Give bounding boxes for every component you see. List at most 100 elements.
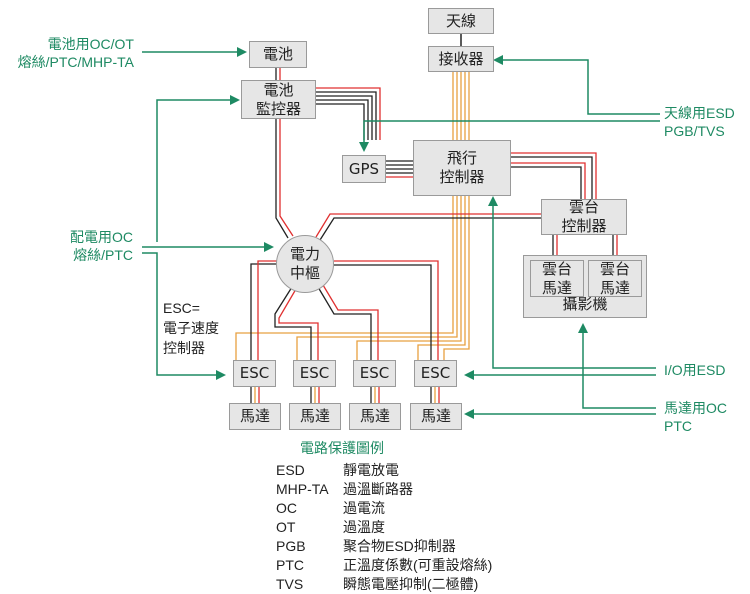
receiver-box: 接收器: [428, 46, 494, 72]
battery-protection-line-2: 熔絲/PTC/MHP-TA: [17, 54, 134, 70]
motor-box-2: 馬達: [289, 403, 341, 430]
battery-label: 電池: [262, 45, 293, 63]
motor-label: 馬達: [359, 407, 390, 425]
motor-box-1: 馬達: [229, 403, 281, 430]
esc-label: ESC: [420, 364, 451, 382]
esc-label: ESC: [359, 364, 390, 382]
receiver-label: 接收器: [438, 49, 484, 68]
distribution-protection-line-2: 熔絲/PTC: [73, 247, 133, 263]
receiver-esd-arrow: [493, 55, 660, 115]
battery-monitor-box: 電池 監控器: [241, 80, 316, 119]
flight-controller-label-2: 控制器: [439, 168, 485, 186]
motor-protection-line-1: 馬達用OC: [664, 400, 727, 416]
legend-desc: 過溫斷路器: [343, 481, 413, 497]
gimbal-motor-1-label-2: 馬達: [541, 278, 572, 297]
io-protection-label: I/O用ESD: [664, 361, 725, 379]
legend-abbr: PGB: [276, 538, 306, 554]
legend-desc: 過溫度: [343, 519, 385, 535]
distribution-protection-label: 配電用OC 熔絲/PTC: [0, 228, 133, 264]
antenna-protection-label: 天線用ESD PGB/TVS: [664, 104, 735, 140]
protection-arrows: [142, 47, 660, 419]
motor-box-4: 馬達: [410, 403, 462, 430]
antenna-protection-line-1: 天線用ESD: [664, 105, 735, 121]
esc-box-3: ESC: [353, 360, 396, 387]
gimbal-motor-1-label-1: 雲台: [541, 259, 572, 278]
power-hub-label-2: 中樞: [289, 264, 320, 282]
fc-io-arrow: [488, 196, 656, 369]
camera-motor-arrow: [578, 323, 656, 409]
gps-esd-arrow: [359, 120, 660, 152]
legend-title: 電路保護圖例: [300, 440, 384, 456]
legend: 電路保護圖例 ESD 靜電放電 MHP-TA 過溫斷路器 OC 過電流 OT 過溫度 P…: [276, 438, 492, 594]
monitor-protection-arrow: [156, 95, 240, 242]
battery-monitor-link: [275, 68, 281, 80]
monitor-fc-bundle: [316, 87, 381, 140]
motor-label: 馬達: [299, 407, 330, 425]
legend-item: OT 過溫度: [276, 518, 492, 537]
flight-controller-label-1: 飛行: [446, 149, 477, 167]
gimbal-motor-2-box: 雲台 馬達: [588, 260, 642, 297]
esc-note-line-3: 控制器: [163, 340, 205, 356]
esc-note: ESC= 電子速度 控制器: [163, 298, 219, 358]
esc-box-4: ESC: [414, 360, 457, 387]
legend-abbr: ESD: [276, 462, 305, 478]
io-protection-line-1: I/O用ESD: [664, 362, 726, 378]
motor-label: 馬達: [420, 407, 451, 425]
esc-motor-wires: [250, 386, 440, 404]
motor-protection-label: 馬達用OC PTC: [664, 399, 727, 435]
gimbal-motor-2-label-2: 馬達: [599, 278, 630, 297]
gps-fc-bundle: [385, 160, 413, 178]
fc-gimbal-bundle: [511, 152, 597, 200]
gps-box: GPS: [342, 155, 386, 183]
motor-protection-line-2: PTC: [664, 418, 692, 434]
legend-abbr: TVS: [276, 576, 304, 592]
legend-abbr: PTC: [276, 557, 304, 573]
legend-item: PTC 正溫度係數(可重設熔絲): [276, 556, 492, 575]
power-hub-label-1: 電力: [289, 245, 320, 263]
antenna-box: 天線: [428, 8, 494, 34]
legend-abbr: OC: [276, 500, 297, 516]
battery-box: 電池: [249, 41, 307, 68]
gimbal-motor-2-label-1: 雲台: [599, 259, 630, 278]
esc-note-line-1: ESC=: [163, 300, 200, 316]
esc-note-line-2: 電子速度: [163, 320, 219, 336]
esc-box-1: ESC: [233, 360, 276, 387]
legend-item: OC 過電流: [276, 499, 492, 518]
monitor-hub-wires: [275, 118, 294, 239]
legend-item: ESD 靜電放電: [276, 461, 492, 480]
battery-monitor-label-1: 電池: [263, 80, 294, 99]
motor-box-3: 馬達: [349, 403, 401, 430]
receiver-signal-bundle: [235, 72, 470, 360]
legend-desc: 靜電放電: [343, 462, 399, 478]
esc-box-2: ESC: [293, 360, 336, 387]
gimbal-controller-label-2: 控制器: [561, 217, 607, 235]
legend-desc: 正溫度係數(可重設熔絲): [343, 557, 493, 573]
legend-item: PGB 聚合物ESD抑制器: [276, 537, 492, 556]
antenna-label: 天線: [445, 11, 476, 30]
hub-esc-wires: [250, 260, 439, 360]
esc-label: ESC: [299, 364, 330, 382]
gimbal-motor-1-box: 雲台 馬達: [530, 260, 584, 297]
battery-protection-label: 電池用OC/OT 熔絲/PTC/MHP-TA: [0, 35, 134, 71]
power-hub-circle: 電力 中樞: [276, 235, 334, 293]
flight-controller-box: 飛行 控制器: [413, 140, 511, 196]
gps-label: GPS: [348, 159, 380, 178]
legend-desc: 聚合物ESD抑制器: [343, 538, 456, 554]
antenna-protection-line-2: PGB/TVS: [664, 123, 725, 139]
legend-abbr: MHP-TA: [276, 481, 329, 497]
legend-abbr: OT: [276, 519, 296, 535]
gimbal-controller-box: 雲台 控制器: [541, 198, 627, 235]
gimbal-controller-label-1: 雲台: [568, 198, 599, 216]
legend-desc: 過電流: [343, 500, 385, 516]
distribution-protection-line-1: 配電用OC: [70, 229, 133, 245]
motor-label: 馬達: [239, 407, 270, 425]
battery-monitor-label-2: 監控器: [255, 99, 301, 118]
camera-label: 攝影機: [562, 295, 608, 313]
esc-label: ESC: [239, 364, 270, 382]
hub-gimbal-wires: [315, 213, 541, 241]
legend-item: MHP-TA 過溫斷路器: [276, 480, 492, 499]
battery-protection-line-1: 電池用OC/OT: [47, 36, 134, 52]
legend-desc: 瞬態電壓抑制(二極體): [343, 576, 479, 592]
legend-item: TVS 瞬態電壓抑制(二極體): [276, 575, 492, 594]
esc-protection-arrow: [142, 252, 226, 380]
